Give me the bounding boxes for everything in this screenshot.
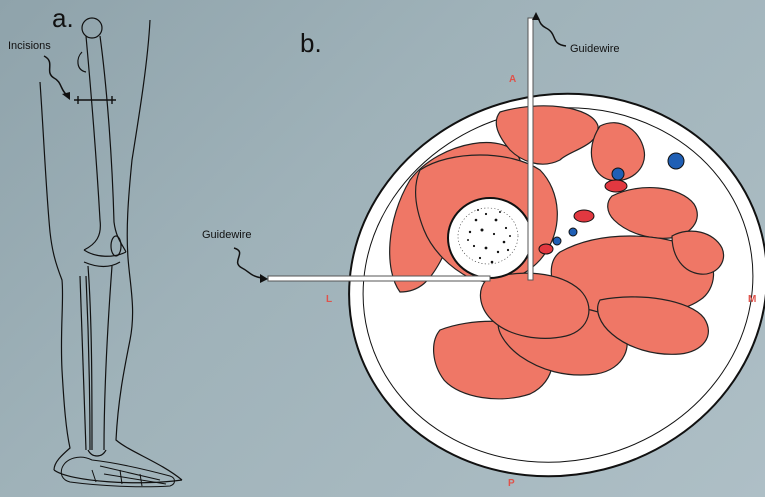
vein-profunda — [569, 228, 577, 236]
leg-outline — [40, 20, 182, 483]
guidewire-vertical — [528, 18, 533, 280]
femur-cross-section — [448, 198, 532, 278]
vein-saphenous — [668, 153, 684, 169]
guidewire-top-arrow — [536, 16, 566, 46]
artery-profunda — [574, 210, 594, 222]
artery-femoral — [605, 180, 627, 192]
incision-marks — [74, 96, 116, 104]
incisions-label: Incisions — [8, 40, 51, 52]
artery-perforating — [539, 244, 553, 254]
orientation-anterior: A — [509, 74, 516, 85]
guidewire-left-arrowhead — [260, 274, 268, 283]
panel-a-letter: a. — [52, 3, 74, 33]
patella — [111, 236, 121, 256]
guidewire-top-arrowhead — [532, 12, 540, 20]
vein-perforating — [553, 237, 561, 245]
guidewire-top-label: Guidewire — [570, 43, 620, 55]
incisions-arrow — [44, 56, 68, 96]
incisions-arrowhead — [62, 92, 70, 100]
orientation-posterior: P — [508, 478, 515, 489]
guidewire-left-label: Guidewire — [202, 229, 252, 241]
panel-b-letter: b. — [300, 28, 322, 58]
guidewire-horizontal — [268, 276, 490, 281]
guidewire-left-arrow — [234, 248, 262, 278]
panel-b: b. — [202, 12, 765, 497]
orientation-lateral: L — [326, 294, 332, 305]
panel-a: a. — [8, 3, 182, 487]
femur — [78, 18, 126, 256]
vein-femoral — [612, 168, 624, 180]
orientation-medial: M — [748, 294, 756, 305]
fibula — [80, 276, 90, 450]
